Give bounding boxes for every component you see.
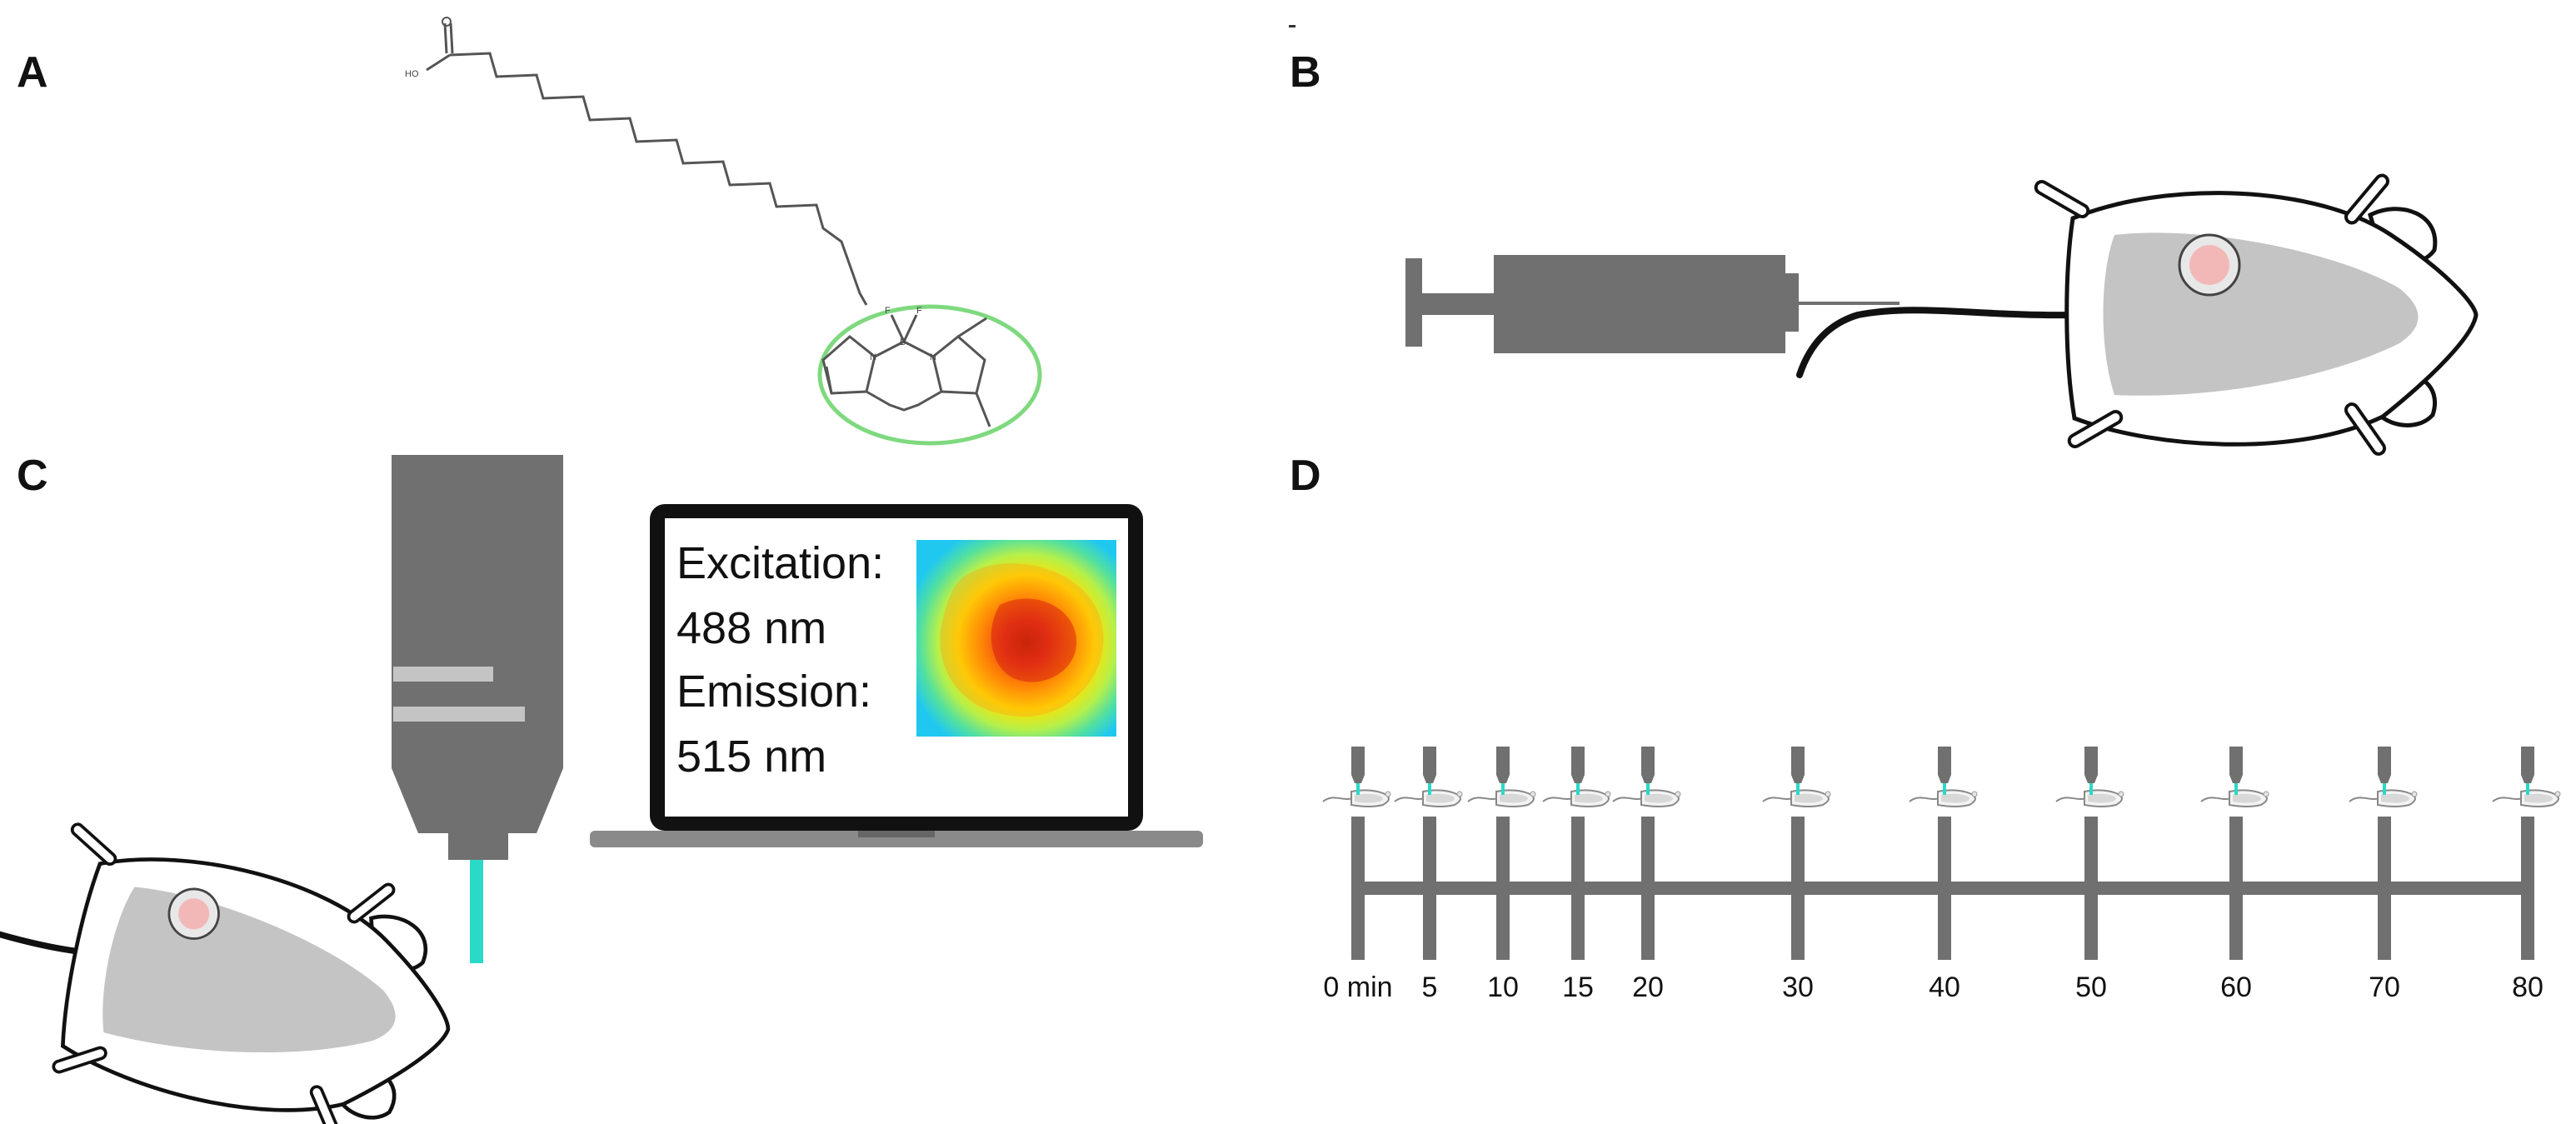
timeline-objective-icon	[2084, 747, 2098, 795]
microscope-objective	[392, 455, 563, 860]
stray-mark	[1289, 25, 1295, 27]
timeline-label: 70	[2369, 972, 2400, 1003]
fluorophore-highlight	[817, 304, 1042, 446]
panel-label-d: D	[1290, 452, 1321, 500]
timeline-tick	[1423, 817, 1436, 960]
mouse-c-paw	[347, 882, 396, 924]
timeline-label: 0 min	[1323, 972, 1392, 1003]
carbonyl-oxygen	[442, 17, 452, 27]
timeline-label: 10	[1487, 972, 1519, 1003]
panel-label-a: A	[17, 48, 48, 97]
syringe-plunger-head	[1405, 258, 1422, 347]
panel-label-c: C	[17, 452, 48, 500]
atom-b: B	[900, 337, 906, 347]
timeline-label: 5	[1422, 972, 1438, 1003]
alkyl-chain	[449, 52, 868, 306]
timeline-label: 30	[1782, 972, 1814, 1003]
atom-f2: F	[916, 306, 922, 316]
mouse-c-paw	[52, 1046, 107, 1074]
timeline-objective-icon	[2521, 747, 2534, 795]
timeline-objective-icon	[1571, 747, 1585, 795]
timeline-label: 20	[1632, 972, 1664, 1003]
mouse-c	[0, 822, 451, 1124]
timeline-tick	[1791, 817, 1805, 960]
mouse-c-spot	[178, 898, 210, 930]
mouse-c-tail	[0, 880, 87, 956]
timeline-tick	[2084, 817, 2098, 960]
screen-excitation-value: 488 nm	[676, 603, 826, 653]
timeline-objective-icon	[1938, 747, 1951, 795]
objective-stripe	[393, 707, 525, 722]
acid-label: HO	[405, 69, 419, 79]
timeline-tick	[2521, 817, 2534, 960]
timeline-tick	[1496, 817, 1510, 960]
panel-label-b: B	[1290, 48, 1321, 97]
mouse-b-paw	[2344, 173, 2389, 225]
timeline-label: 80	[2512, 972, 2544, 1003]
mouse-b-tail	[1796, 307, 2076, 378]
screen-excitation-label: Excitation:	[676, 538, 884, 588]
excitation-beam	[470, 860, 483, 963]
timeline-objective-icon	[1423, 747, 1436, 795]
timeline-tick	[1571, 817, 1585, 960]
timeline-objective-icon	[2378, 747, 2391, 795]
timeline-tick	[1938, 817, 1951, 960]
timeline-tick	[2378, 817, 2391, 960]
syringe-tip	[1785, 273, 1799, 332]
fluorescence-heatmap	[916, 540, 1116, 737]
mouse-b-paw	[2034, 180, 2090, 218]
syringe-barrel	[1494, 255, 1785, 353]
atom-n2: N	[930, 352, 936, 362]
laptop-base	[590, 831, 1203, 847]
mouse-b	[1796, 173, 2479, 456]
timeline-label: 60	[2220, 972, 2252, 1003]
laptop-notch	[858, 831, 935, 837]
timeline-tick	[1351, 817, 1365, 960]
timeline-objective-icon	[1791, 747, 1805, 795]
syringe-plunger-rod	[1420, 293, 1497, 315]
molecule-structure: HO N N B F F	[405, 17, 1042, 446]
atom-f1: F	[885, 306, 891, 316]
mouse-c-paw	[309, 1085, 341, 1124]
bodipy-core	[821, 314, 991, 427]
timeline-label: 40	[1929, 972, 1960, 1003]
timeline-tick	[2229, 817, 2243, 960]
timeline-objective-icon	[2229, 747, 2243, 795]
timeline-objective-icon	[1351, 747, 1365, 795]
syringe	[1405, 255, 1900, 353]
timeline-objective-icon	[1641, 747, 1655, 795]
mouse-c-paw	[70, 822, 117, 867]
timeline-label: 15	[1562, 972, 1594, 1003]
carbonyl-bond	[443, 22, 448, 54]
objective-stripe	[393, 667, 493, 682]
laptop: Excitation: 488 nm Emission: 515 nm	[590, 504, 1203, 847]
mouse-b-paw	[2067, 410, 2124, 449]
objective-tip	[448, 833, 508, 860]
timeline-objective-icon	[1496, 747, 1510, 795]
screen-emission-label: Emission:	[676, 667, 871, 717]
atom-n1: N	[870, 352, 876, 362]
timeline-tick	[1641, 817, 1655, 960]
screen-emission-value: 515 nm	[676, 732, 826, 782]
mouse-b-spot	[2189, 245, 2229, 285]
imaging-timeline: 0 min 5 10 15 20 30 40 50 60 70 80	[1322, 747, 2561, 1003]
mouse-b-paw	[2344, 402, 2387, 456]
objective-taper	[392, 768, 563, 833]
timeline-label: 50	[2075, 972, 2107, 1003]
